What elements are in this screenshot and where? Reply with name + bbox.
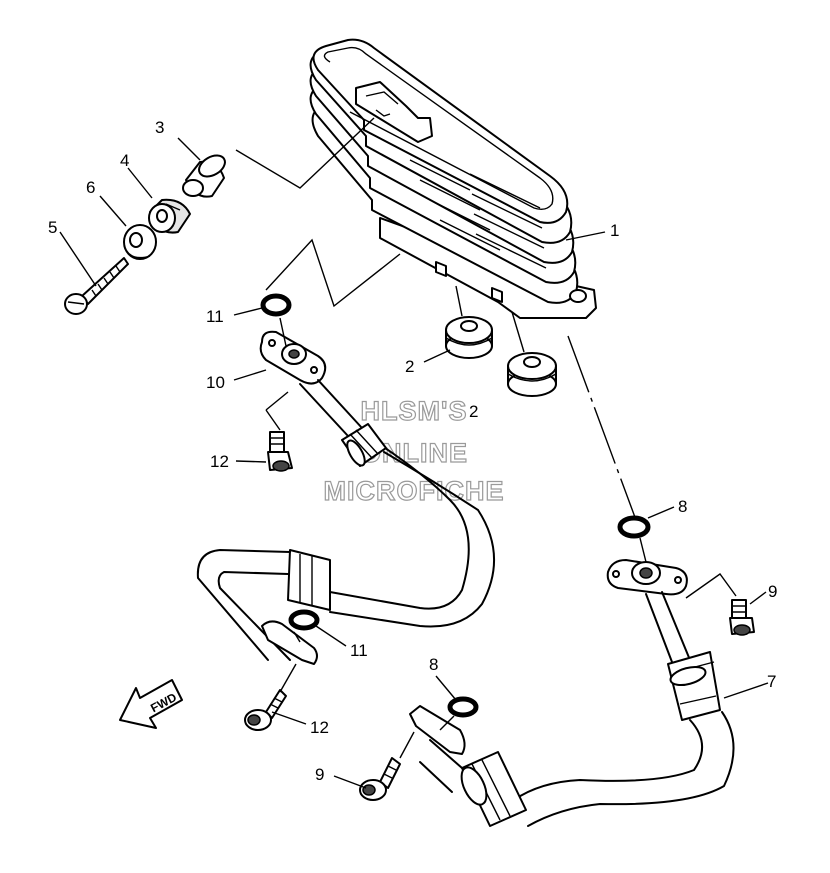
callout-4: 4 <box>120 151 129 170</box>
callout-8-upper: 8 <box>678 497 687 516</box>
part-8-o-ring-lower[interactable] <box>447 696 479 718</box>
callout-12-upper: 12 <box>210 452 229 471</box>
callout-numbers: 1 2 2 3 4 5 6 7 8 8 9 9 10 11 11 12 12 <box>48 118 777 784</box>
callout-1: 1 <box>610 221 619 240</box>
part-12-bolt-upper[interactable] <box>267 431 293 472</box>
part-10-oil-pipe-upper[interactable] <box>196 330 496 665</box>
callout-2-lower: 2 <box>469 402 478 421</box>
watermark: HLSM'S ONLINE MICROFICHE <box>323 395 505 506</box>
forward-arrow-icon: FWD <box>119 679 183 729</box>
assembly-lines <box>235 117 737 759</box>
callout-3: 3 <box>155 118 164 137</box>
part-7-oil-pipe-lower[interactable] <box>409 559 735 827</box>
callout-2-upper: 2 <box>405 357 414 376</box>
callout-12-lower: 12 <box>310 718 329 737</box>
part-11-o-ring-lower[interactable] <box>288 609 320 631</box>
part-9-bolt-lower[interactable] <box>359 757 401 801</box>
part-8-o-ring-upper[interactable] <box>617 515 651 539</box>
part-1-oil-cooler[interactable] <box>309 38 597 319</box>
callout-8-lower: 8 <box>429 655 438 674</box>
part-2-grommet-upper[interactable] <box>445 316 493 359</box>
part-3-collar[interactable] <box>182 151 229 198</box>
callout-5: 5 <box>48 218 57 237</box>
callout-9-upper: 9 <box>768 582 777 601</box>
callout-10: 10 <box>206 373 225 392</box>
watermark-line-3: MICROFICHE <box>324 476 505 506</box>
callout-6: 6 <box>86 178 95 197</box>
callout-11-upper: 11 <box>206 307 224 326</box>
part-5-bolt[interactable] <box>64 257 129 315</box>
callout-11-lower: 11 <box>350 641 368 660</box>
part-12-bolt-lower[interactable] <box>244 689 287 731</box>
part-6-washer[interactable] <box>123 224 157 260</box>
callout-leaders <box>59 137 769 789</box>
callout-7: 7 <box>767 672 776 691</box>
watermark-line-1: HLSM'S <box>361 396 468 426</box>
part-11-o-ring-upper[interactable] <box>260 293 292 317</box>
callout-9-lower: 9 <box>315 765 324 784</box>
part-4-damper[interactable] <box>148 198 191 234</box>
part-2-grommet-lower[interactable] <box>507 352 557 397</box>
part-9-bolt-upper[interactable] <box>729 599 755 636</box>
